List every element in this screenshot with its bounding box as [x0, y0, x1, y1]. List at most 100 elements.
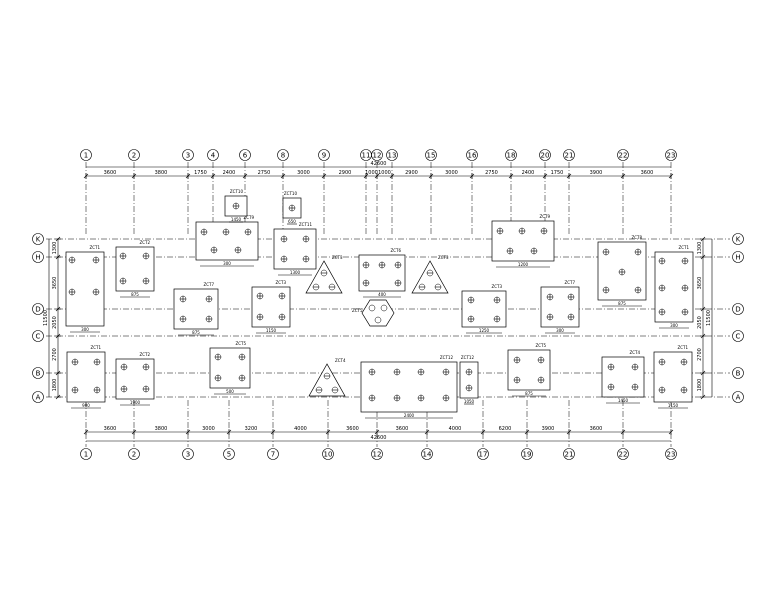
pile-cap-label: ZCT10 [284, 191, 298, 196]
axis-bubble-circle [32, 303, 44, 315]
top-dim-slash [185, 173, 191, 179]
axis-bubble-top-20: 20 [539, 149, 551, 161]
pile-cap-label: ZCT10 [230, 189, 244, 194]
top-dim-slash [389, 173, 395, 179]
pile-cap-label: ZCT5 [535, 343, 546, 348]
axis-bubble-circle [732, 233, 744, 245]
axis-bubble-label: 19 [523, 451, 532, 459]
bottom-dim-slash [620, 429, 626, 435]
axis-bubble-label: H [35, 254, 40, 262]
cap-dim-text: 1200 [518, 262, 529, 267]
pile-cap-label: ZCT2 [139, 352, 150, 357]
right-dim-label: 2700 [697, 348, 703, 361]
axis-bubble-top-9: 9 [318, 149, 330, 161]
left-dim-label: 2050 [52, 316, 58, 329]
pile-cap-label: ZCT9 [243, 215, 254, 220]
axis-bubble-label: 18 [507, 152, 516, 160]
axis-bubble-label: A [36, 394, 41, 402]
axis-bubble-top-22: 22 [617, 149, 629, 161]
axis-bubble-label: 14 [423, 451, 432, 459]
pile-cap-label: ZCT3 [438, 255, 449, 260]
axis-bubble-bottom-21: 21 [563, 448, 575, 460]
axis-bubble-circle [32, 233, 44, 245]
pile-cap: ZCT2 1900 [115, 352, 155, 406]
top-dim-label: 2400 [223, 170, 236, 176]
pile-caps: ZCT1300ZCT2875ZCT7875ZCT9300ZCT101450ZCT… [65, 189, 694, 419]
cap-dim-text: 1450 [618, 398, 629, 403]
axis-bubble-label: 6 [243, 152, 248, 160]
pile-marker [374, 316, 382, 324]
axis-bubble-label: 3 [186, 451, 190, 459]
axis-bubble-label: C [36, 333, 41, 341]
pile-cap-label: ZCT1 [90, 345, 101, 350]
axis-bubble-top-6: 6 [239, 149, 251, 161]
axis-bubble-right-D: D [732, 303, 744, 315]
axis-bubble-label: 21 [565, 451, 574, 459]
axis-bubble-circle [477, 448, 489, 460]
top-dim-slash [542, 173, 548, 179]
axis-bubble-top-13: 13 [386, 149, 398, 161]
axis-bubble-top-1: 1 [80, 149, 92, 161]
axis-bubble-right-B: B [732, 367, 744, 379]
pile-cap-label: ZCT6 [390, 248, 401, 253]
axis-bubble-right-C: C [732, 330, 744, 342]
pile-cap-label: ZCT7 [564, 280, 575, 285]
cap-dim-text: 1250 [479, 328, 490, 333]
top-dim-slash [242, 173, 248, 179]
axis-bubble-label: 8 [281, 152, 285, 160]
cap-dim-text: 875 [192, 330, 200, 335]
bottom-dim-label: 3000 [202, 426, 215, 432]
right-dim-slash [700, 306, 706, 312]
bottom-dim-slash [325, 429, 331, 435]
pile-cap-label: ZCT3 [275, 280, 286, 285]
axis-bubble-circle [277, 149, 289, 161]
top-dim-slash [363, 173, 369, 179]
top-dim-slash [668, 173, 674, 179]
cap-dim-text: 300 [670, 323, 678, 328]
axis-bubble-label: 22 [619, 152, 628, 160]
right-dim-total: 11500 [706, 310, 712, 326]
axis-bubble-bottom-22: 22 [617, 448, 629, 460]
pile-cap-outline [360, 361, 458, 413]
bottom-dim-slash [131, 429, 137, 435]
top-dim-total: 42600 [371, 161, 387, 167]
pile-cap-label: ZCT12 [440, 355, 454, 360]
cap-dim-text: 875 [618, 301, 626, 306]
axis-bubble-label: 7 [271, 451, 275, 459]
axis-bubble-label: 1 [84, 451, 88, 459]
axis-bubble-top-2: 2 [128, 149, 140, 161]
top-dim-slash [566, 173, 572, 179]
bottom-dim-slash [524, 429, 530, 435]
cap-dim-text: 1450 [231, 217, 242, 222]
top-dim-label: 3800 [155, 170, 168, 176]
axis-bubble-label: 13 [388, 152, 397, 160]
axis-bubble-label: C [736, 333, 741, 341]
axis-bubble-circle [32, 251, 44, 263]
left-dim-slash [55, 236, 61, 242]
pile-cap-outline [273, 228, 317, 270]
top-dim-label: 3000 [297, 170, 310, 176]
axis-bubble-bottom-12: 12 [371, 448, 383, 460]
top-dim-slash [131, 173, 137, 179]
top-dim-label: 3900 [590, 170, 603, 176]
pile-cap-label: ZCT5 [235, 341, 246, 346]
triangular-pile-cap: ZCT3 [411, 255, 449, 294]
axis-bubble-circle [617, 149, 629, 161]
cap-dim-text: 300 [81, 327, 89, 332]
axis-bubble-bottom-1: 1 [80, 448, 92, 460]
axis-bubble-label: 12 [373, 451, 382, 459]
cap-dim-text: 1900 [130, 400, 141, 405]
